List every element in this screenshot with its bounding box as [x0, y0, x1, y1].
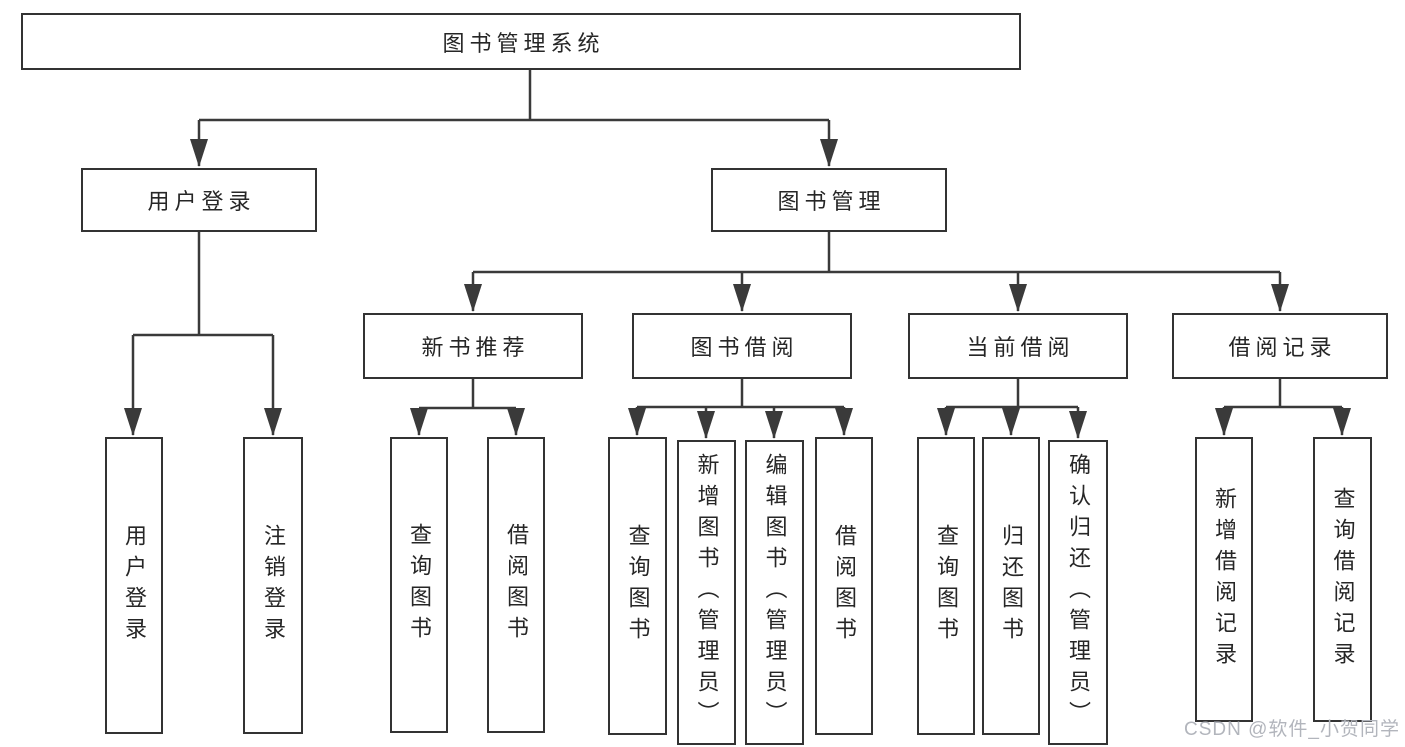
- leaf-query-book-1: 查询图书: [390, 437, 448, 733]
- node-borrow-records: 借阅记录: [1172, 313, 1388, 379]
- node-book-borrow: 图书借阅: [632, 313, 852, 379]
- leaf-query-borrow-record-label: 查询借阅记录: [1330, 486, 1356, 673]
- leaf-logout-label: 注销登录: [261, 523, 286, 648]
- leaf-query-book-2-label: 查询图书: [625, 524, 651, 648]
- node-current-borrow-label: 当前借阅: [966, 335, 1075, 360]
- leaf-confirm-return-admin: 确认归还（管理员）: [1048, 440, 1108, 745]
- node-new-rec-label: 新书推荐: [421, 335, 530, 360]
- leaf-logout: 注销登录: [243, 437, 303, 734]
- csdn-watermark: CSDN @软件_小贺同学: [1184, 719, 1400, 740]
- leaf-query-book-2: 查询图书: [608, 437, 667, 735]
- leaf-query-borrow-record: 查询借阅记录: [1313, 437, 1372, 722]
- leaf-borrow-book-2-label: 借阅图书: [832, 524, 857, 648]
- connector-user-login-children: [124, 232, 282, 436]
- node-current-borrow: 当前借阅: [908, 313, 1128, 379]
- leaf-return-book-label: 归还图书: [999, 524, 1024, 648]
- leaf-query-book-1-label: 查询图书: [407, 523, 432, 647]
- leaf-edit-book-admin-label: 编辑图书（管理员）: [762, 453, 788, 732]
- leaf-add-borrow-record-label: 新增借阅记录: [1212, 486, 1237, 673]
- leaf-add-book-admin-label: 新增图书（管理员）: [694, 453, 720, 732]
- leaf-borrow-book-2: 借阅图书: [815, 437, 873, 735]
- leaf-query-book-3: 查询图书: [917, 437, 975, 735]
- leaf-user-login: 用户登录: [105, 437, 163, 734]
- connector-borrow-records-children: [1215, 379, 1351, 436]
- connector-book-mgmt-children: [464, 232, 1289, 312]
- node-book-mgmt: 图书管理: [711, 168, 947, 232]
- leaf-edit-book-admin: 编辑图书（管理员）: [745, 440, 804, 745]
- node-book-mgmt-label: 图书管理: [777, 189, 886, 214]
- node-root: 图书管理系统: [21, 13, 1021, 70]
- leaf-confirm-return-admin-label: 确认归还（管理员）: [1066, 453, 1091, 732]
- leaf-add-book-admin: 新增图书（管理员）: [677, 440, 736, 745]
- node-borrow-records-label: 借阅记录: [1228, 335, 1337, 360]
- connector-new-rec-children: [410, 379, 525, 436]
- leaf-user-login-label: 用户登录: [122, 523, 147, 648]
- node-new-rec: 新书推荐: [363, 313, 583, 379]
- leaf-borrow-book-1: 借阅图书: [487, 437, 545, 733]
- node-user-login: 用户登录: [81, 168, 317, 232]
- connector-current-borrow-children: [937, 379, 1087, 439]
- connector-book-borrow-children: [628, 379, 853, 439]
- connector-root-to-level2: [190, 70, 838, 167]
- leaf-borrow-book-1-label: 借阅图书: [504, 523, 529, 647]
- node-book-borrow-label: 图书借阅: [690, 335, 799, 360]
- leaf-query-book-3-label: 查询图书: [934, 524, 959, 648]
- leaf-return-book: 归还图书: [982, 437, 1040, 735]
- leaf-add-borrow-record: 新增借阅记录: [1195, 437, 1253, 722]
- node-root-label: 图书管理系统: [442, 30, 605, 56]
- node-user-login-label: 用户登录: [147, 189, 256, 214]
